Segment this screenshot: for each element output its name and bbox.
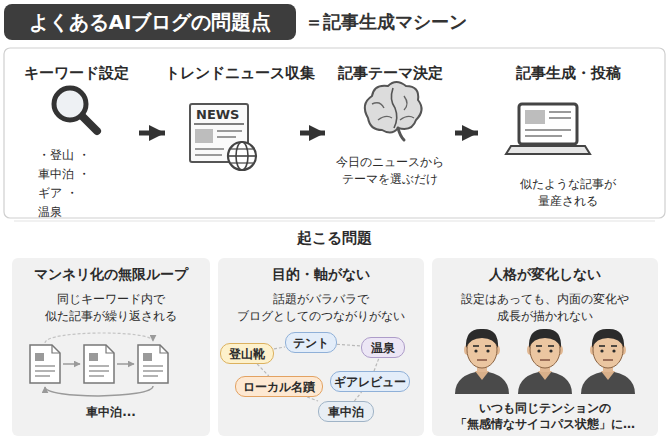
section-divider	[14, 221, 655, 222]
face-illustration	[581, 329, 635, 394]
node-body: 車中泊...	[12, 404, 210, 420]
node-body: ・登山 ・車中泊 ・ギア ・温泉	[38, 146, 98, 222]
globe-meridian	[236, 142, 248, 170]
screen-line	[525, 129, 571, 131]
newspaper-sheet	[190, 104, 248, 162]
brain-icon	[365, 82, 422, 140]
node-heading: 記事テーマ決定	[325, 64, 455, 82]
topic-link	[374, 358, 379, 371]
magnifier-handle	[82, 116, 97, 131]
newspaper-line	[195, 148, 224, 150]
node-heading: 温泉	[362, 340, 404, 356]
topic-tag: 登山靴	[220, 343, 274, 364]
problem-panel: 人格が変化しない設定はあっても、内面の変化や 成長が描かれないいつも同じテンショ…	[432, 258, 658, 436]
newspaper-line	[217, 136, 236, 138]
node-body: 今日のニュースから テーマを選ぶだけ	[325, 154, 455, 188]
topic-link	[274, 347, 285, 349]
node-heading: ギアレビュー	[331, 374, 409, 390]
process-step: キーワード設定・登山 ・車中泊 ・ギア ・温泉	[14, 58, 139, 210]
loop-arrow	[63, 363, 80, 365]
loop-arrow	[117, 363, 134, 365]
loop-return-arrow	[45, 386, 153, 396]
same-face-row	[455, 329, 635, 394]
topic-tag: ローカル名蹟	[235, 376, 323, 397]
flow-arrow	[139, 131, 165, 136]
topic-link	[337, 344, 361, 346]
laptop-icon	[506, 104, 590, 154]
article-icon	[30, 345, 60, 383]
newspaper-photo	[195, 129, 213, 143]
icon-label: NEWS	[196, 107, 239, 123]
repeat-loop	[30, 333, 168, 396]
laptop-screen	[519, 104, 577, 144]
problem-panel: マンネリ化の無限ループ同じキーワード内で 似た記事が繰り返される車中泊...	[12, 258, 210, 436]
globe-equator	[228, 155, 256, 157]
screen-line	[525, 135, 562, 137]
node-body: 似たような記事が 量産される	[503, 176, 633, 210]
process-step: トレンドニュース収集	[165, 58, 300, 210]
node-heading: 登山靴	[221, 346, 273, 362]
article-icon	[138, 345, 168, 383]
node-heading: 人格が変化しない	[432, 265, 658, 283]
brain-fold	[372, 96, 414, 120]
newspaper-line	[217, 130, 242, 132]
globe-latitude	[231, 162, 253, 163]
subtitle-label: ＝記事生成マシーン	[305, 11, 467, 33]
magnifier-lens	[54, 88, 86, 120]
node-heading: キーワード設定	[14, 64, 139, 82]
flow-panel	[4, 48, 665, 218]
article-icon	[84, 345, 114, 383]
screen-line	[549, 117, 571, 119]
node-heading: 記事生成・投稿	[478, 64, 658, 82]
newspaper-line	[195, 154, 222, 156]
section-box: 起こる問題マンネリ化の無限ループ同じキーワード内で 似た記事が繰り返される車中泊…	[4, 224, 665, 440]
node-heading: 目的・軸がない	[218, 265, 424, 283]
news-icon	[190, 104, 256, 170]
globe	[228, 142, 256, 170]
node-body: 話題がバラバラで ブログとしてのつながりがない	[222, 291, 420, 325]
process-step: 記事テーマ決定今日のニュースから テーマを選ぶだけ	[325, 58, 455, 210]
node-body: 設定はあっても、内面の変化や 成長が描かれない	[438, 291, 652, 325]
topic-tag: 温泉	[361, 337, 405, 358]
node-heading: テント	[286, 335, 336, 351]
loop-return-arrow	[45, 333, 153, 343]
topic-link	[257, 364, 269, 376]
node-body: いつも同じテンションの 「無感情なサイコパス状態」に…	[438, 400, 652, 432]
screen-image	[525, 110, 545, 124]
flow-arrow	[455, 131, 478, 136]
topic-link	[307, 397, 318, 401]
globe-latitude	[231, 148, 253, 149]
topic-tag: ギアレビュー	[330, 371, 410, 392]
screen-line	[549, 111, 571, 113]
node-heading: マンネリ化の無限ループ	[12, 265, 210, 283]
topic-tag: 車中泊	[318, 401, 374, 422]
brain-outline	[365, 82, 422, 133]
magnifier-icon	[54, 88, 97, 131]
process-step: 記事生成・投稿似たような記事が 量産される	[478, 58, 658, 210]
flow-arrow	[300, 131, 325, 136]
node-heading: ローカル名蹟	[236, 379, 322, 395]
laptop-base	[506, 146, 590, 154]
node-body: 同じキーワード内で 似た記事が繰り返される	[16, 291, 206, 325]
title-band: よくあるAIブログの問題点	[4, 4, 296, 40]
problem-panel: 目的・軸がない話題がバラバラで ブログとしてのつながりがない登山靴テント 温泉ロー…	[218, 258, 424, 436]
node-heading: 車中泊	[319, 404, 373, 420]
node-heading: トレンドニュース収集	[165, 64, 300, 82]
topic-tag: テント	[285, 332, 337, 353]
face-illustration	[518, 329, 572, 394]
newspaper-rule	[194, 123, 244, 125]
topic-link	[354, 392, 361, 401]
brain-stem	[398, 128, 404, 140]
brain-fold	[391, 88, 396, 128]
node-heading: 起こる問題	[4, 229, 665, 247]
face-illustration	[455, 329, 509, 394]
